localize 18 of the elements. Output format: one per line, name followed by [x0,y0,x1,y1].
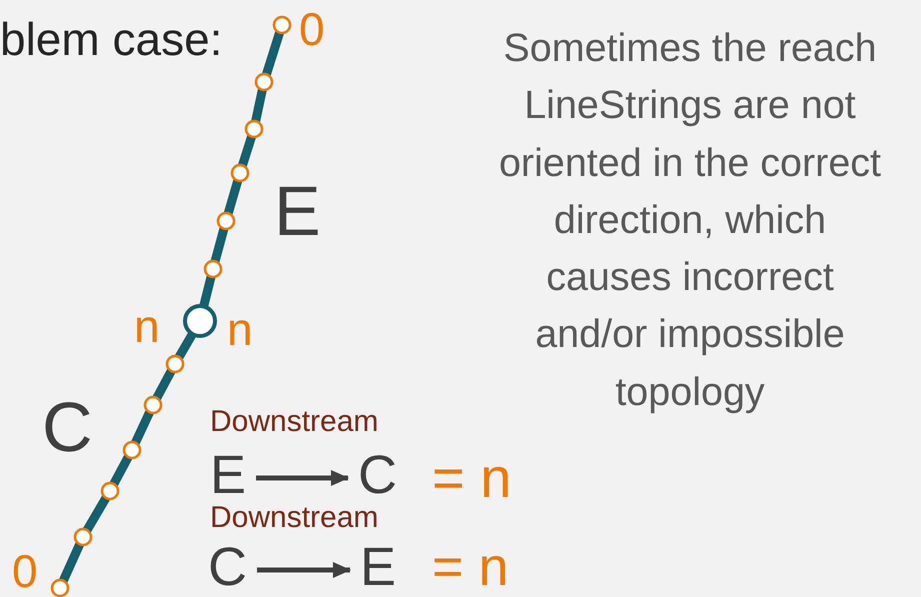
equation-result: = n [432,450,512,506]
description-text: Sometimes the reach LineStrings are not oriented in the correct direction, which causes incorrect and/or impossible topology [498,25,882,416]
reach-name: C [208,540,247,594]
arrow [257,562,351,578]
direction-label: Downstream [210,407,378,437]
reach-name: E [274,176,321,246]
direction-label: Downstream [210,503,378,533]
heading-text: blem case: [0,16,222,62]
vertex-index: 0 [12,548,38,594]
reach-name: C [358,448,397,502]
reach-name: E [210,448,246,502]
vertex-index: n [134,303,160,349]
arrow [256,470,349,486]
equation-result: = n [432,540,509,594]
reach-name: E [360,540,396,594]
reach-name: C [42,392,93,462]
vertex-index: 0 [299,6,325,52]
vertex-index: n [227,306,253,352]
